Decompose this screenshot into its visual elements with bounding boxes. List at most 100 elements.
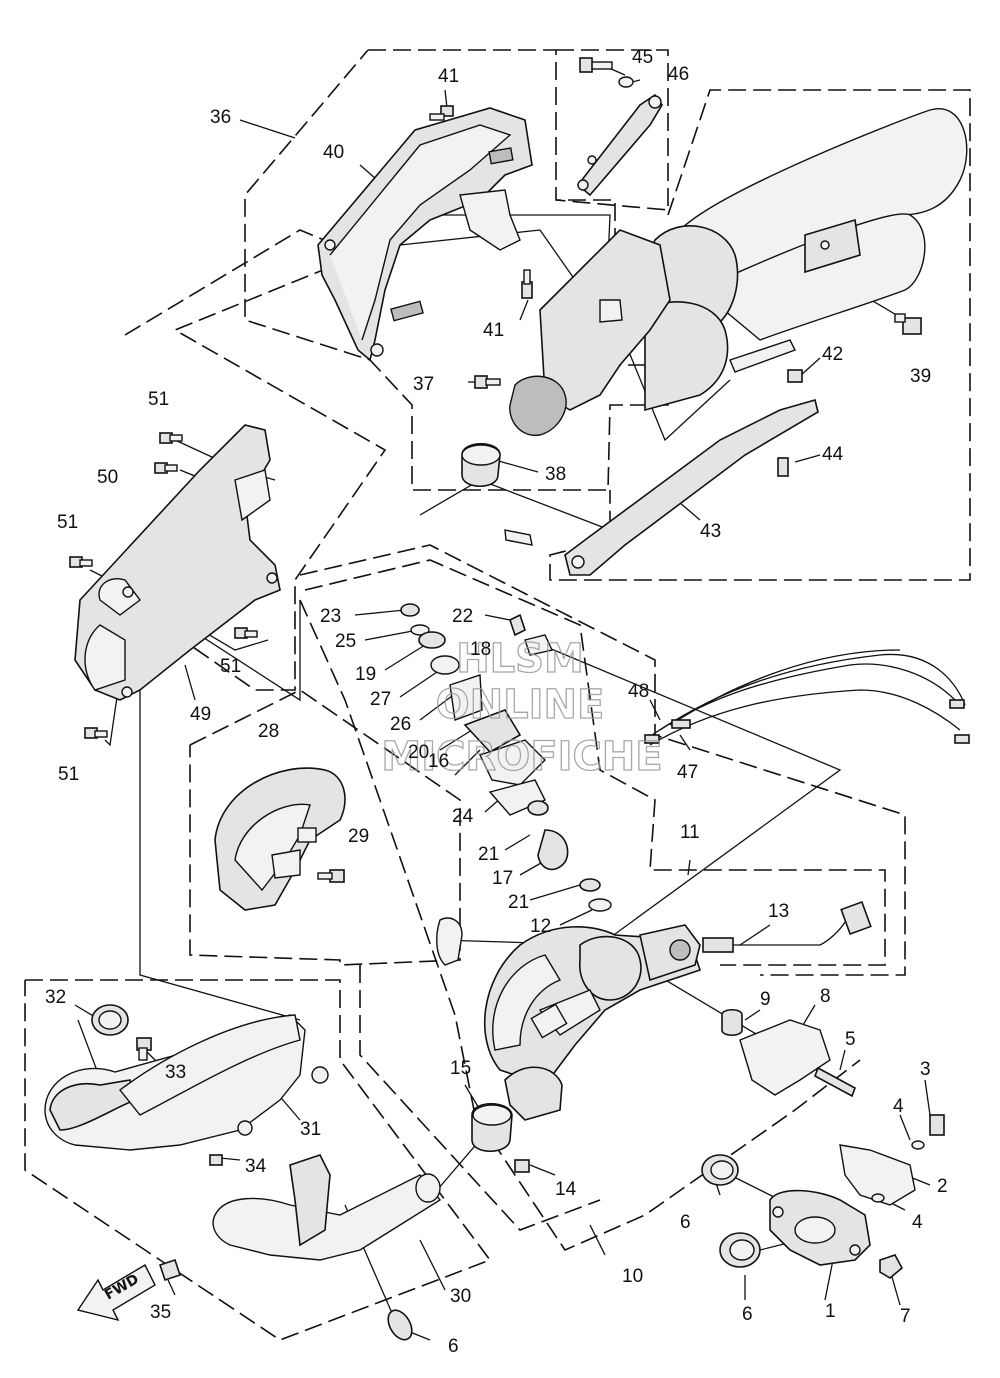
bolt-51-d [84,727,108,739]
guard-2 [839,1144,916,1206]
bolt-41-bottom [521,269,533,299]
label-part-45: 45 [632,47,653,68]
sleeve-38 [461,443,501,487]
seal-12 [588,898,612,912]
label-part-32: 32 [45,987,66,1008]
label-part-48: 48 [628,681,649,702]
bolt-51-b [69,556,93,568]
cover-20 [463,709,522,754]
label-part-9: 9 [760,989,771,1010]
label-part-7: 7 [900,1306,911,1327]
label-part-10: 10 [622,1266,643,1287]
label-part-51d: 51 [58,764,79,785]
cover-31 [44,1014,329,1151]
label-part-47: 47 [677,762,698,783]
label-part-1: 1 [825,1301,836,1322]
part-number-labels: 1 2 3 4 4 5 6 6 6 7 8 9 10 11 12 13 14 1… [45,47,948,1357]
watermark-line1: HLSM [456,636,584,682]
fwd-arrow: FWD [76,1264,156,1322]
bolt-51-a [159,432,183,444]
spring-26 [449,674,483,721]
bolt-29 [317,869,345,883]
watermark: HLSM ONLINE MICROFICHE [381,635,664,780]
bushing-19 [418,631,446,649]
bolt-22 [509,613,526,637]
label-part-8: 8 [820,986,831,1007]
label-part-40: 40 [323,142,344,163]
label-part-21b: 21 [508,892,529,913]
nut-7 [879,1254,904,1279]
label-part-36: 36 [210,107,231,128]
label-part-21a: 21 [478,844,499,865]
cover-8 [739,1019,831,1096]
label-part-24: 24 [452,806,474,827]
washer-4-a [911,1140,925,1150]
gasket-32 [91,1004,129,1036]
bolt-41-top [429,105,454,121]
bolt-51-c [234,627,258,639]
group-45-outline [555,49,669,211]
label-part-13: 13 [768,901,789,922]
gasket-6-lower [719,1232,761,1268]
label-part-4b: 4 [912,1212,923,1233]
label-part-38: 38 [545,464,566,485]
label-part-34: 34 [245,1156,267,1177]
muffler [509,108,968,436]
sensor-13 [702,900,872,953]
valve-17 [537,829,569,871]
label-part-33: 33 [165,1062,186,1083]
label-part-20: 20 [408,742,429,763]
label-part-49: 49 [190,704,211,725]
label-part-19: 19 [355,664,376,685]
stay-43 [504,399,819,576]
seal-27 [430,655,460,675]
group-36-outline [244,49,669,491]
label-part-12: 12 [530,916,551,937]
bolt-35 [158,1258,182,1282]
header-pipe-10 [436,917,702,1121]
watermark-line3: MICROFICHE [381,734,662,780]
label-part-39: 39 [910,366,931,387]
gasket-16 [479,739,546,786]
label-part-30: 30 [450,1286,471,1307]
bolt-37 [474,375,501,389]
label-part-29: 29 [348,826,369,847]
label-part-37: 37 [413,374,434,395]
label-part-42: 42 [822,344,843,365]
bolt-33 [136,1037,152,1061]
group-10-outline [299,599,861,1252]
label-part-23: 23 [320,606,341,627]
label-part-6b: 6 [742,1304,753,1325]
label-part-43: 43 [700,521,721,542]
bolt-34 [209,1154,223,1166]
nut-23 [400,603,420,617]
sleeve-15 [471,1103,513,1152]
bolt-42 [787,369,803,383]
group-16-outline [304,559,886,966]
collar-21a [527,800,549,816]
label-part-31: 31 [300,1119,321,1140]
bolt-50 [154,462,178,474]
heat-shield-49 [74,424,281,701]
bracket-18 [524,634,554,656]
label-part-44: 44 [822,444,844,465]
label-part-35: 35 [150,1302,171,1323]
label-part-17: 17 [492,868,513,889]
guard-28 [214,767,346,911]
label-part-2: 2 [937,1176,948,1197]
label-part-22: 22 [452,606,473,627]
label-part-6a: 6 [680,1212,691,1233]
label-part-16: 16 [428,751,449,772]
washer-4-b [871,1193,885,1203]
bolt-39 [894,313,922,335]
group-28-outline [189,689,461,966]
stud-5 [814,1066,856,1098]
label-part-3: 3 [920,1059,931,1080]
label-part-41a: 41 [438,66,459,87]
label-part-51a: 51 [148,389,169,410]
label-part-51c: 51 [220,656,241,677]
label-part-14: 14 [555,1179,577,1200]
bolt-3 [929,1114,945,1136]
bolt-44 [777,457,789,477]
